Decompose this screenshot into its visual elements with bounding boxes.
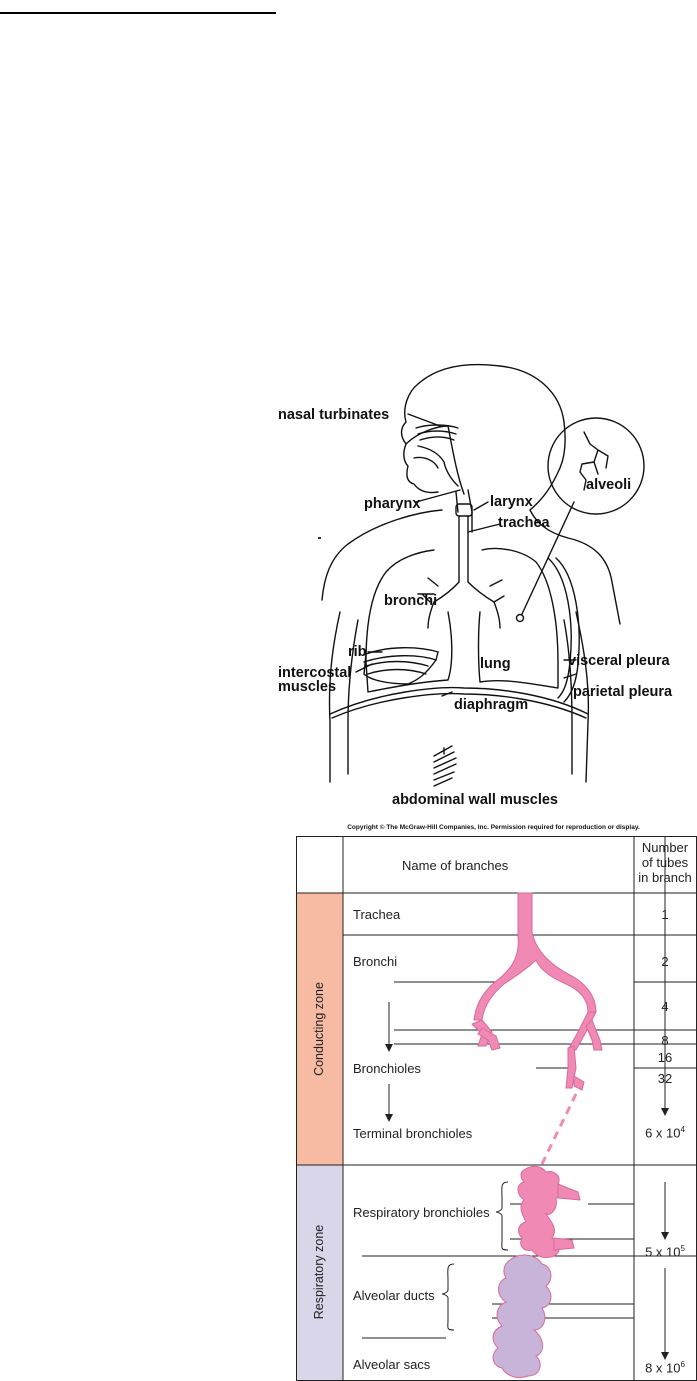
label-pharynx: pharynx [364,496,421,512]
branch-bronchi: Bronchi [353,954,398,969]
count-bronchioles: 16 [657,1050,673,1065]
branch-trachea: Trachea [353,907,401,922]
branch-alveolar-ducts: Alveolar ducts [353,1288,435,1303]
label-trachea: trachea [498,515,550,531]
count-terminal-bronchioles: 6 x 104 [645,1125,685,1141]
count-gen-3: 8 [661,1033,669,1048]
count-gen-2: 4 [661,999,669,1014]
label-diaphragm: diaphragm [454,697,529,713]
label-rib: rib [348,644,367,660]
branch-terminal-bronchioles: Terminal bronchioles [353,1126,473,1141]
copyright-notice: Copyright © The McGraw-Hill Companies, I… [347,824,640,831]
label-intercostal: intercostal [278,665,352,681]
count-respiratory-bronchioles: 5 x 105 [645,1244,685,1260]
branch-alveolar-sacs: Alveolar sacs [353,1357,431,1372]
branch-bronchioles: Bronchioles [353,1061,421,1076]
header-number-line2: of tubes [641,855,689,870]
label-visceral-pleura: visceral pleura [568,653,670,669]
header-name-of-branches: Name of branches [402,858,509,873]
branch-respiratory-bronchioles: Respiratory bronchioles [353,1205,490,1220]
label-abdominal-wall-muscles: abdominal wall muscles [392,792,558,808]
header-number-line3: in branch [638,870,692,885]
stray-mark [318,537,321,539]
respiratory-system-figure: nasal turbinates pharynx larynx trachea … [268,362,697,814]
label-lung: lung [480,656,511,672]
label-larynx: larynx [490,494,533,510]
label-alveoli: alveoli [586,477,632,493]
count-bronchi: 2 [661,954,669,969]
respiratory-zone-band [297,1165,343,1380]
conducting-zone-label: Conducting zone [312,982,326,1076]
respiratory-system-drawing [321,363,645,787]
label-muscles: muscles [278,679,337,695]
header-number-line1: Number [641,840,689,855]
top-rule [0,12,276,14]
count-gen-5: 32 [657,1071,673,1086]
label-bronchi: bronchi [384,593,438,609]
label-parietal-pleura: parietal pleura [573,684,673,700]
airway-branching-table: Name of branches Number of tubes in bran… [296,836,697,1381]
conducting-zone-band [297,893,343,1165]
label-nasal-turbinates: nasal turbinates [278,407,390,423]
count-trachea: 1 [661,907,669,922]
respiratory-zone-label: Respiratory zone [312,1224,326,1320]
count-alveolar-sacs: 8 x 106 [645,1360,685,1376]
